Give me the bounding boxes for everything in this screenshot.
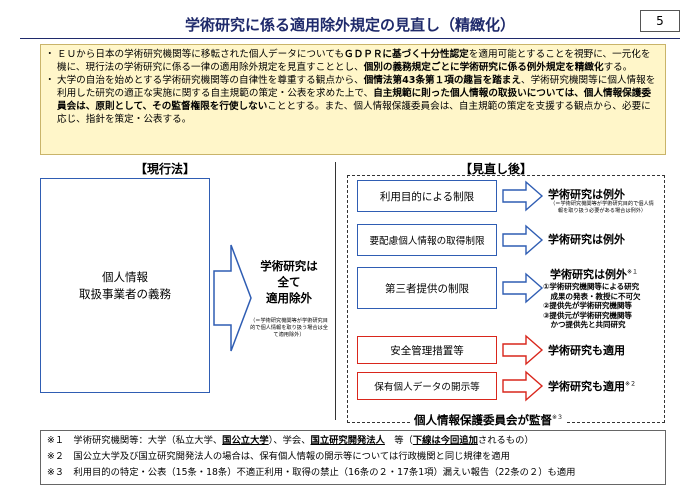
page-number: 5 xyxy=(640,10,680,32)
row1-note: （＝学術研究機関等が学術研究目的で個人情報を取り扱う必要がある場合は例外） xyxy=(550,201,654,214)
footnotes-box: ※１ 学術研究機関等：大学（私立大学、国公立大学）、学会、国立研究開発法人 等（… xyxy=(40,430,666,485)
summary-box: ＥＵから日本の学術研究機関等に移転された個人データについてもＧＤＰＲに基づく十分… xyxy=(40,44,666,155)
rule-purpose-limit: 利用目的による制限 xyxy=(357,180,497,212)
current-law-result: 学術研究は 全て 適用除外 xyxy=(260,259,318,305)
row2-result: 学術研究は例外 xyxy=(548,233,625,246)
footnote-1: ※１ 学術研究機関等：大学（私立大学、国公立大学）、学会、国立研究開発法人 等（… xyxy=(47,435,534,446)
row4-arrow-icon xyxy=(502,334,544,366)
row3-result: 学術研究は例外※１ xyxy=(550,268,639,281)
title-rule xyxy=(20,38,680,39)
revision-heading: 【見直し後】 xyxy=(460,162,533,176)
section-divider xyxy=(335,162,336,420)
entity-obligation-box: 個人情報取扱事業者の義務 xyxy=(40,178,210,393)
summary-bullet-1: ＥＵから日本の学術研究機関等に移転された個人データについてもＧＤＰＲに基づく十分… xyxy=(45,48,659,74)
row3-arrow-icon xyxy=(502,272,544,304)
third-party-exceptions: ①学術研究機関等による研究 成果の発表・教授に不可欠 ②提供先が学術研究機関等 … xyxy=(543,282,641,329)
footnote-2: ※２ 国公立大学及び国立研究開発法人の場合は、保有個人情報の開示等については行政… xyxy=(47,451,510,462)
row2-arrow-icon xyxy=(502,224,544,256)
footnote-3: ※３ 利用目的の特定・公表（15条・18条）不適正利用・取得の禁止（16条の２・… xyxy=(47,467,576,478)
rule-sensitive-info: 要配慮個人情報の取得制限 xyxy=(357,224,497,256)
entity-line-1: 個人情報 xyxy=(102,269,148,284)
row1-result: 学術研究は例外 xyxy=(548,188,625,201)
rule-third-party: 第三者提供の制限 xyxy=(357,267,497,309)
row5-arrow-icon xyxy=(502,370,544,402)
commission-label: 個人情報保護委員会が監督※３ xyxy=(410,412,568,428)
row1-arrow-icon xyxy=(502,180,544,212)
entity-line-2: 取扱事業者の義務 xyxy=(79,286,171,301)
row5-result: 学術研究も適用※２ xyxy=(548,380,637,393)
rule-disclosure: 保有個人データの開示等 xyxy=(357,372,497,400)
page-title: 学術研究に係る適用除外規定の見直し（精緻化） xyxy=(184,16,515,34)
current-law-arrow-icon xyxy=(213,244,252,352)
current-law-heading: 【現行法】 xyxy=(135,162,196,176)
row4-result: 学術研究も適用 xyxy=(548,344,625,357)
summary-bullet-2: 大学の自治を始めとする学術研究機関等の自律性を尊重する観点から、個情法第43条第… xyxy=(45,74,659,126)
rule-security-measures: 安全管理措置等 xyxy=(357,336,497,364)
current-law-note: （＝学術研究機関等が学術研究目的で個人情報を取り扱う場合は全て適用除外） xyxy=(250,318,328,338)
